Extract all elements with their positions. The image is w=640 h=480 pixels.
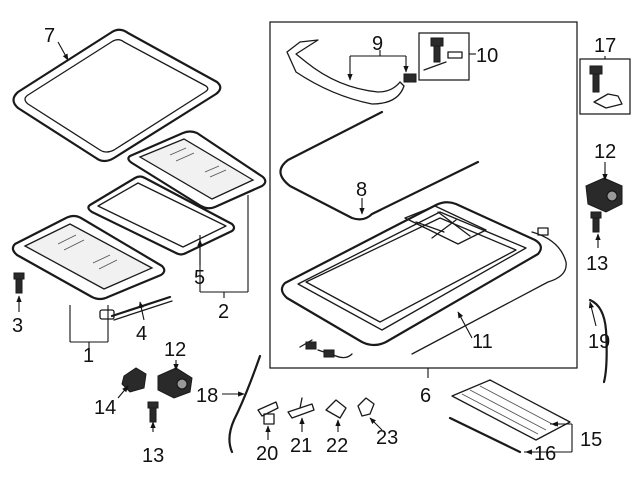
part-1-glass [11, 214, 166, 301]
callout-21: 21 [290, 435, 312, 457]
part-19-hose [588, 298, 608, 384]
part-12-upper-motor [585, 177, 623, 213]
callout-6: 6 [420, 385, 431, 407]
callout-1: 1 [83, 345, 94, 367]
callout-12-upper: 12 [594, 141, 616, 163]
callout-8: 8 [356, 179, 367, 201]
callout-18: 18 [196, 385, 218, 407]
part-18-hose [228, 354, 262, 454]
callout-23: 23 [376, 427, 398, 449]
part-17-bracket [589, 65, 623, 109]
assembly-box-6 [269, 21, 578, 369]
part-3-bolt [13, 272, 25, 294]
part-13-lower-bolt [147, 401, 159, 423]
callout-17: 17 [594, 35, 616, 57]
callout-20: 20 [256, 443, 278, 465]
callout-3: 3 [12, 315, 23, 337]
callout-19: 19 [588, 331, 610, 353]
callout-11: 11 [472, 331, 493, 353]
callout-16: 16 [534, 443, 556, 465]
callout-4: 4 [136, 323, 147, 345]
callout-13-lower: 13 [142, 445, 164, 467]
callout-10: 10 [476, 45, 498, 67]
part-20-clip [257, 401, 279, 425]
part-7-seal [12, 28, 222, 163]
detail-box-17 [579, 58, 631, 115]
part-11-frame [280, 201, 567, 359]
callout-2: 2 [218, 301, 229, 323]
callout-13-upper: 13 [586, 253, 608, 275]
part-2-glass [127, 130, 267, 210]
part-4-strip [99, 295, 173, 321]
callout-14: 14 [94, 397, 116, 419]
part-21-clip [287, 397, 315, 419]
callout-7: 7 [44, 25, 55, 47]
detail-box-10 [418, 32, 470, 81]
callout-5: 5 [194, 267, 205, 289]
callout-12-lower: 12 [164, 339, 186, 361]
part-15-16-sunshade [448, 379, 571, 454]
part-8-cable [279, 110, 480, 221]
part-9-deflector [286, 39, 417, 105]
part-22-clip [325, 399, 347, 419]
callout-9: 9 [372, 33, 383, 55]
part-12-lower-motor [157, 367, 193, 399]
callout-15: 15 [580, 429, 602, 451]
part-13-upper-bolt [590, 211, 602, 233]
part-10-screws [423, 37, 463, 71]
part-5-gasket [87, 175, 236, 256]
part-23-clip [357, 397, 375, 417]
callout-22: 22 [326, 435, 348, 457]
